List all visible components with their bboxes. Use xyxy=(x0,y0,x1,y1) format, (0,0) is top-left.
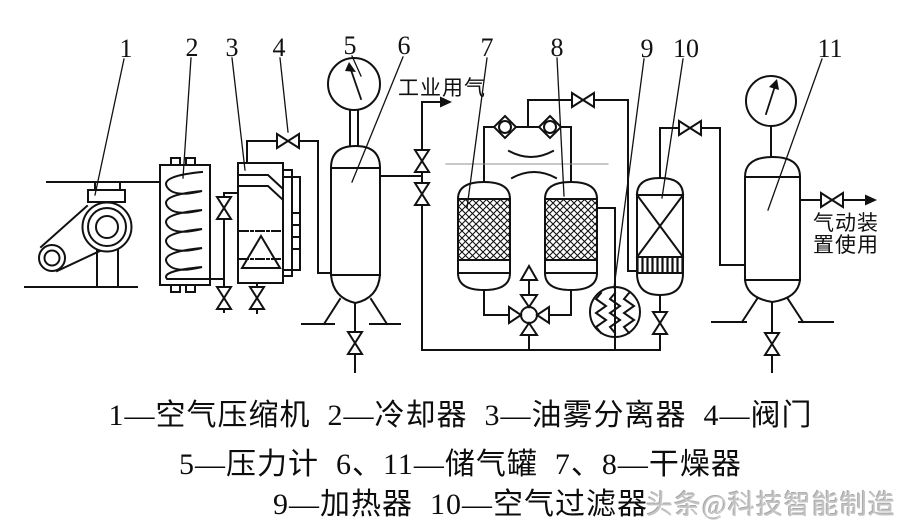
legend-line-3: 9—加热器 10—空气过滤器 xyxy=(273,488,648,521)
baffle-plates xyxy=(239,174,284,201)
pressure-gauge-5 xyxy=(327,57,381,147)
storage-tank-11 xyxy=(711,155,877,373)
valve-icon xyxy=(413,182,431,206)
valve-icon xyxy=(215,286,233,310)
part-number-8: 8 xyxy=(551,33,564,62)
cooling-coil xyxy=(165,170,204,280)
valve-icon xyxy=(413,149,431,173)
heating-element xyxy=(622,291,636,335)
four-way-valve-assembly xyxy=(483,263,572,351)
cooler xyxy=(159,157,225,293)
diagram-svg: 1 2 3 4 5 6 7 8 9 10 11 工业用气 气动装 置使用 xyxy=(24,31,879,373)
air-filter xyxy=(635,127,746,351)
leader-lines xyxy=(94,55,823,289)
part-number-1: 1 xyxy=(120,34,133,63)
valve-icon xyxy=(248,286,266,310)
flow-arrow xyxy=(865,194,877,206)
part-number-11: 11 xyxy=(817,34,842,63)
legend-line-2: 5—压力计 6、11—储气罐 7、8—干燥器 xyxy=(179,448,742,481)
watermark: 头条@科技智能制造 xyxy=(646,490,896,520)
heating-element xyxy=(594,291,608,335)
flow-arrow xyxy=(440,96,452,108)
exhaust-throat-symbol xyxy=(445,149,609,180)
part-number-9: 9 xyxy=(641,34,654,63)
part-number-labels: 1 2 3 4 5 6 7 8 9 10 11 xyxy=(120,31,843,63)
vent-arrow-icon xyxy=(519,263,539,281)
oil-mist-separator xyxy=(237,140,301,314)
valve-icon xyxy=(571,91,595,109)
heating-element xyxy=(608,291,622,335)
air-compressor xyxy=(24,181,161,288)
valve-icon xyxy=(346,331,364,355)
part-number-10: 10 xyxy=(673,34,699,63)
cone xyxy=(240,234,282,269)
part-number-3: 3 xyxy=(226,33,239,62)
part-number-7: 7 xyxy=(481,33,494,62)
valve-icon xyxy=(820,191,844,209)
storage-tank-6 xyxy=(301,144,423,373)
part-number-5: 5 xyxy=(344,31,357,60)
legend-line-1: 1—空气压缩机 2—冷却器 3—油雾分离器 4—阀门 xyxy=(108,399,813,432)
check-valve-icon xyxy=(492,114,518,140)
dryer-top-piping xyxy=(483,99,638,272)
part-number-2: 2 xyxy=(186,33,199,62)
industrial-air-branch xyxy=(421,96,452,351)
pneumatic-use-label-2: 置使用 xyxy=(813,233,879,257)
pressure-gauge-11 xyxy=(745,75,797,158)
valve-icon xyxy=(651,311,669,335)
check-valve-icon xyxy=(537,114,563,140)
pneumatic-use-label-1: 气动装 xyxy=(813,211,879,235)
dryer-8 xyxy=(544,180,598,292)
dryer-7 xyxy=(457,180,511,292)
part-number-6: 6 xyxy=(398,31,411,60)
industrial-air-label: 工业用气 xyxy=(398,76,486,100)
valve-icon xyxy=(763,332,781,356)
valve-icon xyxy=(678,119,702,137)
valve-icon xyxy=(215,196,233,220)
valve-icon xyxy=(276,132,300,150)
valves xyxy=(215,91,844,356)
part-number-4: 4 xyxy=(273,33,286,62)
